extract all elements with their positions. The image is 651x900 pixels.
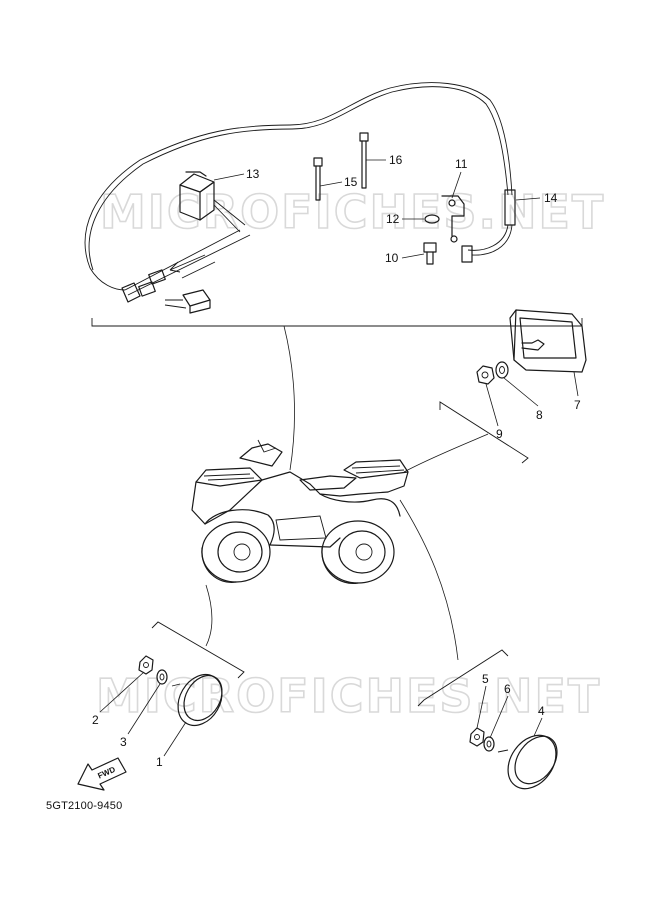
callout-8-label: 8 — [536, 408, 543, 422]
callout-15-label: 15 — [344, 175, 358, 189]
part-5-nut — [469, 727, 485, 747]
diagram-code: 5GT2100-9450 — [46, 800, 123, 812]
part-1-reflector — [171, 673, 223, 727]
callout-4: 4 — [533, 704, 545, 737]
callout-10-label: 10 — [385, 251, 399, 265]
part-9-nut — [476, 365, 495, 385]
callout-5-label: 5 — [482, 672, 489, 686]
callout-12-label: 12 — [386, 212, 400, 226]
part-2-nut — [138, 655, 154, 675]
callout-8: 8 — [503, 377, 543, 422]
callout-7-label: 7 — [574, 398, 581, 412]
callout-2: 2 — [92, 671, 145, 727]
callout-10: 10 — [385, 251, 425, 265]
part-13-relay — [179, 171, 246, 233]
callout-13-label: 13 — [246, 167, 260, 181]
part-7-taillight — [509, 309, 587, 373]
callout-13: 13 — [213, 167, 260, 181]
callout-1-label: 1 — [156, 755, 163, 769]
callout-12: 12 — [386, 212, 424, 226]
callout-5: 5 — [476, 672, 489, 729]
part-3-washer — [156, 669, 168, 685]
harness-group — [84, 82, 583, 327]
callout-14: 14 — [515, 191, 558, 205]
callout-7: 7 — [573, 371, 581, 412]
callout-16-label: 16 — [389, 153, 403, 167]
part-15-cable-tie — [313, 157, 323, 201]
callout-15: 15 — [319, 175, 358, 189]
part-14-lead-wire — [461, 189, 516, 263]
part-10-bolt — [423, 242, 437, 265]
watermark-top: MICROFICHES.NET — [100, 185, 605, 239]
part-12-washer — [424, 214, 440, 224]
harness-connector — [121, 269, 211, 314]
callout-1: 1 — [156, 721, 187, 769]
part-16-cable-tie — [359, 132, 369, 189]
callout-9-label: 9 — [496, 427, 503, 441]
callout-11-label: 11 — [455, 157, 468, 171]
watermark-bottom: MICROFICHES.NET — [96, 669, 601, 723]
part-8-washer — [495, 361, 509, 379]
callout-16: 16 — [366, 153, 403, 167]
callout-6-label: 6 — [504, 682, 511, 696]
fwd-arrow-icon: FWD — [77, 757, 127, 791]
part-6-washer — [483, 736, 495, 752]
callout-11: 11 — [451, 157, 468, 199]
callout-6: 6 — [489, 682, 511, 739]
callout-2-label: 2 — [92, 713, 99, 727]
callout-3: 3 — [120, 683, 161, 749]
callout-3-label: 3 — [120, 735, 127, 749]
callout-14-label: 14 — [544, 191, 558, 205]
part-4-reflector — [497, 734, 558, 790]
callout-4-label: 4 — [538, 704, 545, 718]
callout-9: 9 — [485, 383, 503, 441]
atv-vehicle — [191, 439, 409, 584]
